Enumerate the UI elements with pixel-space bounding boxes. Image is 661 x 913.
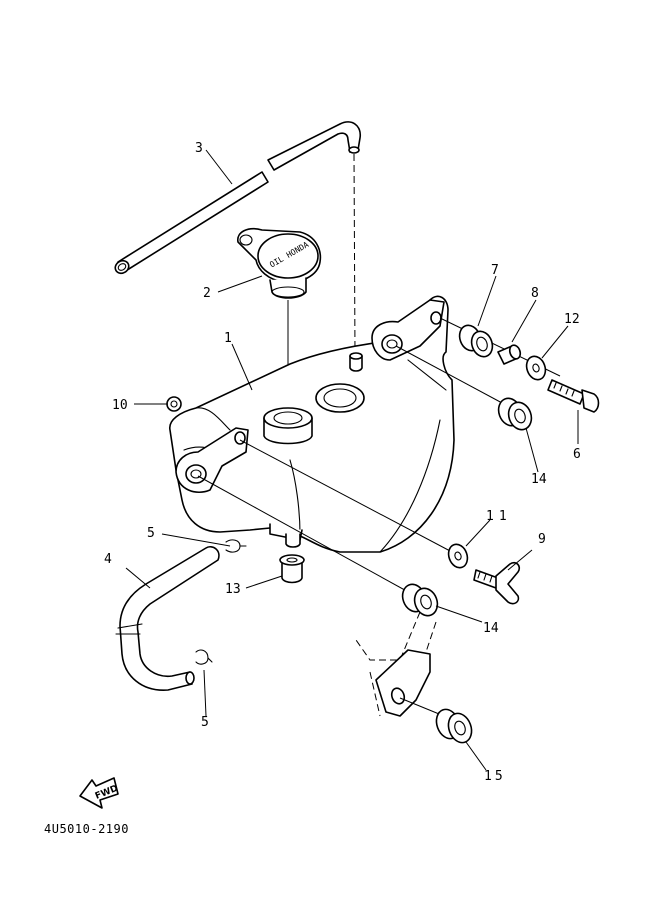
frame-bracket bbox=[355, 611, 437, 717]
guide-hose-to-nipple bbox=[353, 153, 356, 356]
part-grommet-15 bbox=[435, 708, 473, 744]
callout-11: 11 bbox=[486, 509, 512, 524]
part-drain-fitting bbox=[279, 554, 305, 584]
part-grommet-14-lower bbox=[401, 583, 439, 617]
part-clip-lower bbox=[195, 649, 213, 665]
part-breather-hose bbox=[114, 121, 362, 275]
callout-7: 7 bbox=[491, 263, 499, 278]
callout-10: 10 bbox=[112, 398, 128, 413]
callout-numbers: 1 2 3 4 5 5 6 7 8 9 10 11 12 13 14 14 15 bbox=[104, 141, 581, 784]
part-grommet-14-upper bbox=[497, 397, 533, 431]
part-ring-10 bbox=[166, 396, 182, 412]
callout-14-lower: 14 bbox=[483, 621, 499, 636]
callout-8: 8 bbox=[531, 286, 539, 301]
part-bolt-6 bbox=[547, 379, 600, 413]
callout-2: 2 bbox=[203, 286, 211, 301]
part-clip-upper bbox=[225, 539, 247, 553]
part-lower-hose bbox=[115, 545, 220, 691]
part-collar-8 bbox=[497, 344, 522, 365]
callout-5-upper: 5 bbox=[147, 526, 155, 541]
guide-bracket-grommet bbox=[399, 697, 445, 717]
fwd-arrow-icon: FWD bbox=[79, 777, 119, 809]
part-number-label: 4U5010-2190 bbox=[44, 822, 129, 836]
part-grommet-7 bbox=[458, 324, 494, 358]
callout-9: 9 bbox=[538, 532, 546, 547]
callout-5-lower: 5 bbox=[201, 715, 209, 730]
guide-lower-grommet bbox=[197, 475, 413, 595]
callout-1: 1 bbox=[224, 331, 232, 346]
callout-6: 6 bbox=[573, 447, 581, 462]
callout-12: 12 bbox=[564, 312, 580, 327]
callout-15: 15 bbox=[484, 769, 506, 784]
guide-upper-grommet bbox=[395, 345, 505, 405]
part-washer-12 bbox=[525, 355, 547, 381]
callout-3: 3 bbox=[195, 141, 203, 156]
part-wing-bolt-9 bbox=[473, 561, 521, 605]
part-oil-tank bbox=[169, 295, 455, 553]
callout-13: 13 bbox=[225, 582, 241, 597]
callout-4: 4 bbox=[104, 552, 112, 567]
part-oil-cap: OIL HONDA bbox=[237, 227, 322, 299]
callout-14-upper: 14 bbox=[531, 472, 547, 487]
part-washer-11 bbox=[447, 543, 469, 569]
leader-lines bbox=[125, 149, 579, 771]
guide-lower-mount bbox=[239, 439, 453, 553]
